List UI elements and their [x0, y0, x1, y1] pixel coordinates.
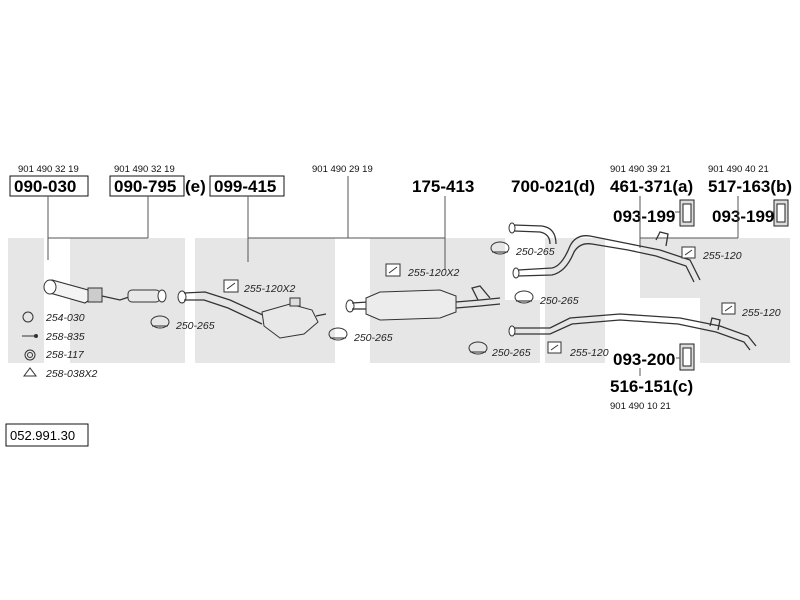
legend-item-4: 258-038X2 — [45, 368, 98, 380]
hanger-icon — [721, 302, 736, 315]
cat-converter-099-415 — [177, 290, 327, 339]
part-code-175-413: 175-413 — [412, 177, 474, 196]
hanger-icon — [385, 263, 401, 277]
clamp-icon — [468, 341, 488, 355]
part-code: 090-795 — [114, 177, 176, 196]
legend-item-1: 254-030 — [45, 312, 85, 324]
tail-pipe-516-151 — [508, 313, 757, 351]
part-label-517-163: 901 490 40 21 517-163(b) — [708, 164, 792, 196]
clamp-icon — [490, 241, 510, 255]
part-code: 099-415 — [214, 177, 276, 196]
watermark — [8, 238, 790, 363]
accessory-clamp-e: 250-265 — [491, 347, 531, 359]
part-code-093-200: 093-200 — [613, 350, 675, 369]
rear-pipe-461-371 — [512, 231, 701, 283]
accessory-clamp-c: 250-265 — [515, 246, 555, 258]
left-legend: 254-030 258-835 258-117 258-038X2 — [22, 311, 98, 380]
part-label-090-795: 901 490 32 19 090-795 (e) — [109, 164, 206, 197]
oe-number: 901 490 32 19 — [114, 164, 175, 175]
accessory-hanger-b: 255-120X2 — [407, 267, 460, 279]
clamp-icon — [514, 290, 534, 304]
accessory-hanger-d: 255-120 — [569, 347, 609, 359]
hanger-093-199-a-icon — [679, 199, 695, 227]
part-code-516-151: 516-151(c) — [610, 377, 693, 396]
oe-number-516-151: 901 490 10 21 — [610, 401, 671, 412]
part-code: 517-163(b) — [708, 177, 792, 196]
diagram-reference-box: 052.991.30 — [5, 423, 89, 447]
hanger-093-200-icon — [679, 343, 695, 371]
front-pipe-090-030 — [43, 279, 167, 304]
hanger-093-199-b-icon — [773, 199, 789, 227]
accessory-hanger-c: 255-120 — [702, 250, 742, 262]
part-label-099-415: 099-415 — [209, 175, 285, 197]
part-label-461-371: 901 490 39 21 461-371(a) — [610, 164, 693, 196]
hanger-icon — [223, 279, 239, 293]
part-code-093-199-a: 093-199 — [613, 207, 675, 226]
accessory-clamp-a: 250-265 — [175, 320, 215, 332]
part-code: 461-371(a) — [610, 177, 693, 196]
part-code-093-199-b: 093-199 — [712, 207, 774, 226]
oe-number: 901 490 40 21 — [708, 164, 769, 175]
oe-number-center: 901 490 29 19 — [312, 164, 373, 175]
accessory-hanger-e: 255-120 — [741, 307, 781, 319]
oe-number: 901 490 39 21 — [610, 164, 671, 175]
diagram-reference: 052.991.30 — [10, 428, 75, 443]
accessory-hanger-a: 255-120X2 — [243, 283, 296, 295]
legend-item-2: 258-835 — [45, 331, 85, 343]
clamp-icon — [150, 315, 170, 329]
middle-silencer-175-413 — [345, 285, 501, 321]
oe-number: 901 490 32 19 — [18, 164, 79, 175]
hanger-icon — [681, 246, 696, 259]
clamp-icon — [328, 327, 348, 341]
part-label-090-030: 901 490 32 19 090-030 — [9, 164, 89, 197]
part-suffix: (e) — [185, 177, 206, 196]
hanger-icon — [547, 341, 562, 354]
part-code-700-021: 700-021(d) — [511, 177, 595, 196]
accessory-clamp-d: 250-265 — [539, 295, 579, 307]
legend-item-3: 258-117 — [45, 349, 85, 361]
accessory-clamp-b: 250-265 — [353, 332, 393, 344]
bend-pipe-700-021 — [508, 222, 557, 245]
part-code: 090-030 — [14, 177, 76, 196]
